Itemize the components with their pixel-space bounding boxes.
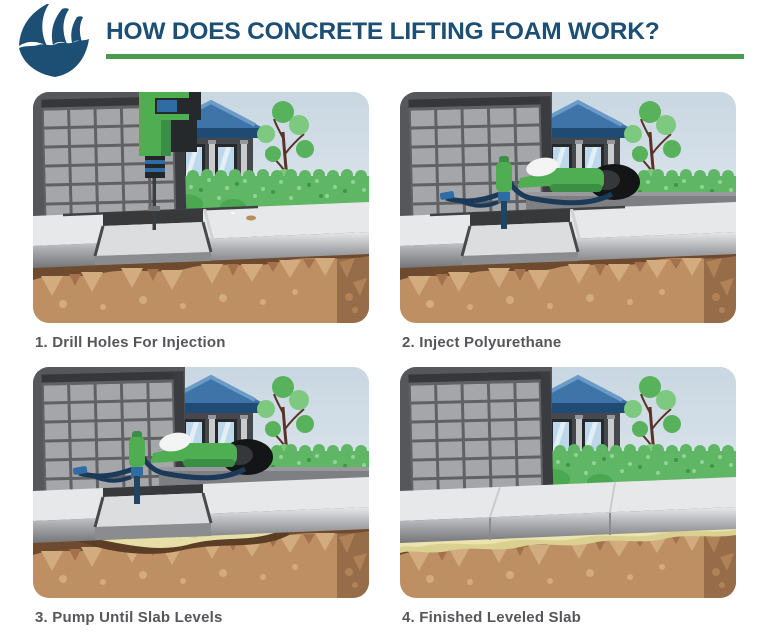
page-title: HOW DOES CONCRETE LIFTING FOAM WORK? bbox=[106, 18, 660, 45]
step-panel-4: 4. Finished Leveled Slab bbox=[400, 367, 736, 642]
step-3-caption: 3. Pump Until Slab Levels bbox=[35, 609, 223, 626]
steps-grid: 1. Drill Holes For Injection 2. Inject P… bbox=[0, 88, 768, 642]
step-panel-3: 3. Pump Until Slab Levels bbox=[33, 367, 369, 642]
header: HOW DOES CONCRETE LIFTING FOAM WORK? bbox=[0, 0, 768, 88]
title-block: HOW DOES CONCRETE LIFTING FOAM WORK? bbox=[106, 2, 744, 59]
step-1-caption: 1. Drill Holes For Injection bbox=[35, 334, 226, 351]
garage-door-illustration bbox=[400, 367, 554, 499]
panel-3-illustration bbox=[33, 367, 369, 598]
panel-4-illustration bbox=[400, 367, 736, 598]
rising-slab bbox=[93, 482, 213, 542]
step-panel-1: 1. Drill Holes For Injection bbox=[33, 92, 369, 367]
step-4-caption: 4. Finished Leveled Slab bbox=[402, 609, 582, 626]
step-panel-2: 2. Inject Polyurethane bbox=[400, 92, 736, 367]
title-underline bbox=[106, 54, 744, 59]
scene-pump-until-level bbox=[33, 367, 369, 598]
panel-1-illustration bbox=[33, 92, 369, 323]
step-2-caption: 2. Inject Polyurethane bbox=[402, 334, 562, 351]
scene-drill-holes bbox=[33, 92, 369, 323]
panel-2-illustration bbox=[400, 92, 736, 323]
wave-circle-logo bbox=[18, 1, 92, 77]
scene-inject-polyurethane bbox=[400, 92, 736, 323]
scene-finished-slab bbox=[400, 367, 736, 598]
